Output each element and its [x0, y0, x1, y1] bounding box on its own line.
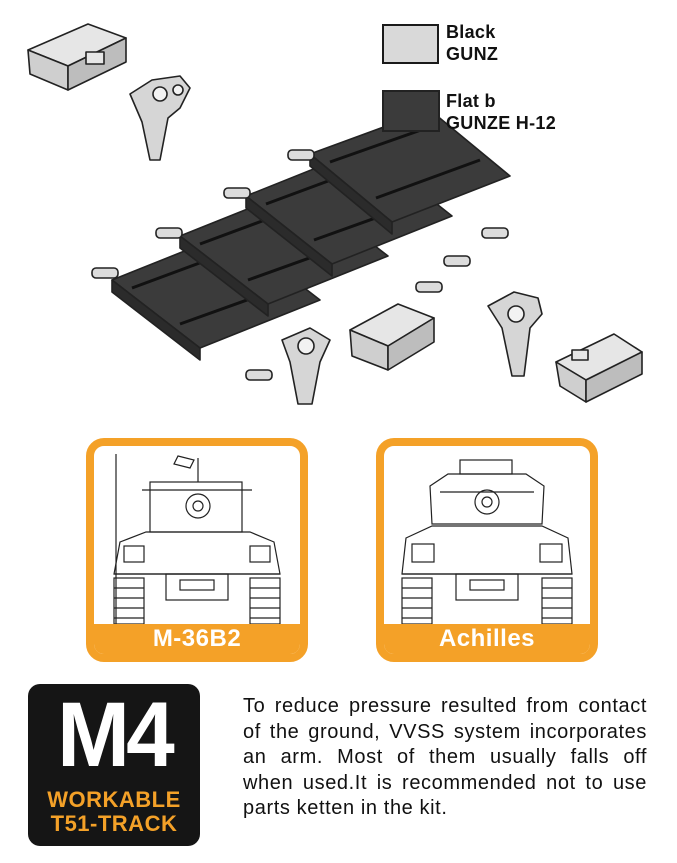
- legend-color-name: Black: [446, 22, 496, 42]
- color-swatch-light: [382, 24, 439, 64]
- logo-subtitle-line1: WORKABLE: [47, 787, 181, 812]
- legend-paint-code: GUNZ: [446, 44, 499, 64]
- legend-entry-light: Black GUNZ: [446, 21, 498, 65]
- tank-front-drawing: [113, 454, 281, 624]
- variant-label: Achilles: [384, 624, 590, 654]
- logo-title: M4: [57, 684, 175, 786]
- end-connector-part: [349, 303, 435, 371]
- tank-front-drawing: [401, 459, 573, 624]
- legend-entry-dark: Flat b GUNZE H-12: [446, 90, 556, 134]
- variant-card-m36b2: M-36B2: [86, 438, 308, 662]
- guide-horn-part: [487, 291, 543, 377]
- end-connector-part: [27, 23, 127, 91]
- track-assembly-illustration: [27, 23, 643, 405]
- end-connector-part: [555, 333, 643, 403]
- track-link: [309, 109, 511, 235]
- product-logo: M4 WORKABLE T51-TRACK: [28, 684, 200, 846]
- legend-paint-code: GUNZE H-12: [446, 113, 557, 133]
- legend-color-name: Flat b: [446, 91, 496, 111]
- variant-card-achilles: Achilles: [376, 438, 598, 662]
- track-pins: [91, 149, 509, 381]
- color-swatch-dark: [382, 90, 440, 132]
- logo-subtitle-line2: T51-TRACK: [50, 811, 178, 836]
- guide-horn-part: [129, 75, 191, 161]
- connector-arm-part: [281, 327, 331, 405]
- variant-label: M-36B2: [94, 624, 300, 654]
- product-description: To reduce pressure resulted from contact…: [243, 695, 647, 819]
